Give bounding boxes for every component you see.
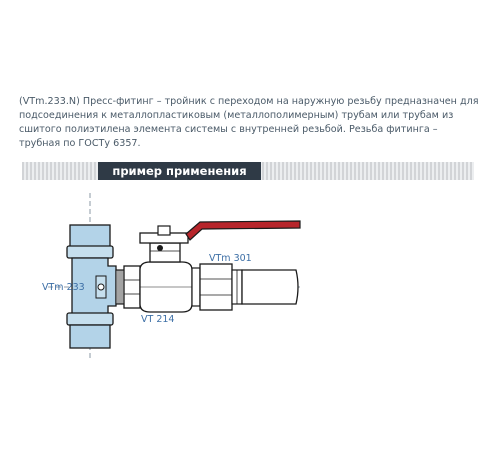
label-pipe-fitting: VTm 301 bbox=[209, 253, 252, 264]
lower-press-sleeve bbox=[66, 312, 114, 326]
valve-stem bbox=[149, 242, 181, 263]
label-tee: VTm 233 bbox=[42, 282, 85, 293]
valve-right-collar bbox=[191, 267, 201, 307]
valve-left-hex bbox=[123, 265, 141, 309]
banner-dark-block bbox=[98, 162, 261, 180]
lower-pipe bbox=[69, 324, 111, 349]
tee-window-dot bbox=[97, 283, 105, 291]
valve-handle-lever bbox=[185, 220, 301, 241]
section-banner: пример применения bbox=[22, 162, 474, 180]
tee-thread-lines bbox=[117, 270, 123, 304]
upper-press-sleeve bbox=[66, 245, 114, 259]
banner-title: пример применения bbox=[112, 164, 247, 178]
product-description: (VTm.233.N) Пресс-фитинг – тройник с пер… bbox=[19, 96, 479, 149]
label-valve: VT 214 bbox=[141, 314, 174, 325]
upper-pipe bbox=[69, 224, 111, 249]
valve-stem-screw bbox=[157, 245, 163, 251]
horizontal-pipe bbox=[241, 269, 299, 305]
valve-handle-nut bbox=[157, 225, 171, 236]
union-nut bbox=[199, 263, 233, 311]
